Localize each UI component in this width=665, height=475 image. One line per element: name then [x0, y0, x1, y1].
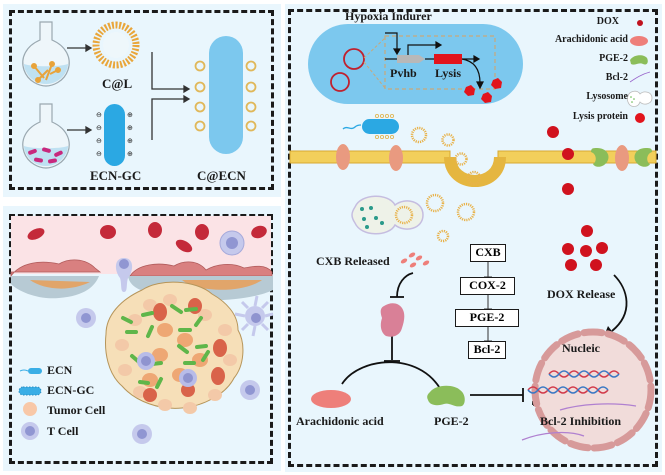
liposome-icon — [92, 21, 140, 69]
dendritic-cell-icon — [234, 295, 274, 337]
dox-release-label: DOX Release — [547, 287, 616, 301]
lysosome-icon — [351, 195, 424, 235]
positive-charge: ⊕ — [127, 111, 133, 119]
mrna-icon — [521, 403, 637, 441]
gene-circuit-box — [384, 35, 496, 90]
pathway-box-cxb: CXB — [470, 244, 506, 262]
ecn-bacterium-icon — [19, 368, 42, 374]
dna-icon — [527, 370, 620, 394]
positive-charge: ⊕ — [127, 137, 133, 145]
legend-label-dox: DOX — [596, 16, 619, 27]
legend-label-lysis-protein: Lysis protein — [572, 111, 628, 122]
plasmid-icon — [330, 48, 365, 92]
arachidonic-acid-icon — [311, 390, 351, 408]
bcl2-inhibition-label: Bcl-2 Inhibition — [540, 414, 622, 428]
c-at-ecn-label: C@ECN — [197, 168, 246, 183]
pge2-label: PGE-2 — [434, 414, 469, 428]
c-at-ecn-icon — [194, 36, 257, 154]
dox-icon — [547, 126, 608, 271]
panel-tumor-frame — [9, 214, 273, 464]
ecn-gc-bacterium-icon — [342, 113, 399, 140]
liposome-label: C@L — [102, 76, 133, 91]
nucleus — [531, 328, 655, 452]
ecn-gc-bacterium-icon — [104, 104, 125, 166]
pvhb-label: Pvhb — [390, 66, 417, 80]
cell-membrane — [289, 150, 657, 187]
negative-charge: ⊖ — [96, 124, 102, 132]
hypoxia-inducer-title: Hypoxia Indurer — [345, 9, 432, 23]
legend-label-ecn: ECN — [47, 363, 73, 377]
membrane-protein-icon — [336, 144, 629, 171]
pge2-icon — [427, 385, 465, 407]
engineered-bacterium — [308, 24, 523, 104]
flask-icon — [22, 103, 70, 169]
lysis-protein-icon — [464, 78, 502, 103]
pge2-icon — [630, 55, 648, 65]
negative-charge: ⊖ — [96, 111, 102, 119]
pathway-box-cox2: COX-2 — [460, 277, 515, 295]
lysis-label: Lysis — [435, 66, 462, 80]
cxb-drug-icon — [400, 252, 430, 268]
pvhb-promoter — [397, 55, 425, 63]
negative-charge: ⊖ — [96, 137, 102, 145]
pathway-box-bcl2: Bcl-2 — [468, 341, 506, 359]
panel-synthesis-frame — [9, 10, 274, 190]
arachidonic-acid-label: Arachidonic acid — [296, 414, 384, 428]
red-blood-cell-icon — [27, 222, 267, 253]
arrow-icon — [67, 43, 191, 140]
lysosome-icon — [626, 90, 653, 107]
negative-charge: ⊖ — [96, 150, 102, 158]
cox2-enzyme-icon — [380, 303, 405, 337]
ecn-gc-label: ECN-GC — [90, 168, 142, 183]
pathway-box-pge2: PGE-2 — [455, 309, 519, 327]
legend-label-bcl2: Bcl-2 — [605, 72, 628, 83]
legend-label-tumor-cell: Tumor Cell — [47, 403, 106, 417]
pge2-icon — [591, 148, 652, 167]
positive-charge: ⊕ — [127, 124, 133, 132]
legend-label-lysosome: Lysosome — [586, 91, 628, 102]
bcl2-icon — [629, 71, 651, 83]
legend-label-ecn-gc: ECN-GC — [47, 383, 95, 397]
t-cell-icon — [76, 308, 260, 444]
nucleic-label: Nucleic — [562, 341, 600, 355]
cxb-released-label: CXB Released — [316, 254, 390, 268]
t-cell-icon — [21, 422, 39, 440]
flask-icon — [22, 21, 70, 87]
tumor-cell-icon — [23, 402, 37, 416]
positive-charge: ⊕ — [127, 150, 133, 158]
dox-icon — [637, 20, 643, 26]
panel-mechanism-frame — [288, 9, 658, 467]
legend-label-arachidonic-acid: Arachidonic acid — [554, 34, 628, 45]
tumor-mass — [105, 281, 244, 414]
ecn-gc-bacterium-icon — [18, 386, 42, 396]
legend-label-t-cell: T Cell — [47, 424, 79, 438]
lysis-gene — [434, 54, 462, 64]
liposome-icon — [410, 126, 482, 243]
legend-label-pge2: PGE-2 — [599, 53, 628, 64]
lysis-protein-icon — [635, 113, 645, 123]
arachidonic-acid-icon — [630, 36, 648, 46]
